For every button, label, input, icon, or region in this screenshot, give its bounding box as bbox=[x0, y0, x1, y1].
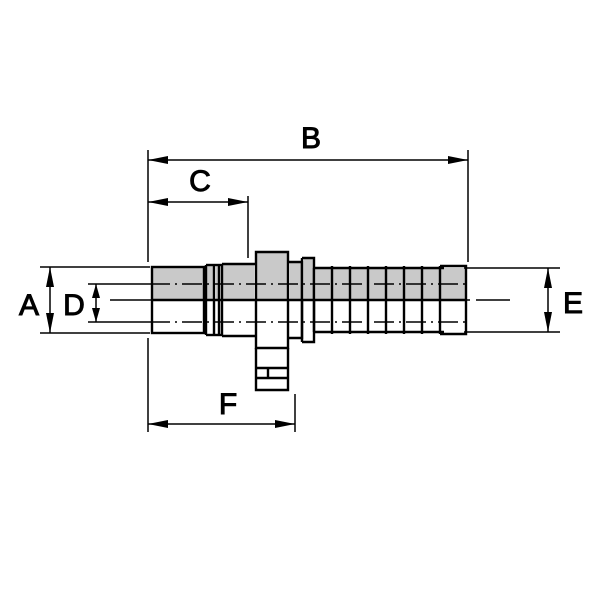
arrow-C-left bbox=[148, 198, 168, 206]
dimension-label-C: C bbox=[189, 165, 211, 198]
dimension-B bbox=[147, 150, 469, 262]
arrow-B-left bbox=[148, 156, 168, 164]
dimension-C-arrows bbox=[148, 198, 248, 206]
arrow-D-bottom bbox=[92, 308, 100, 322]
arrow-F-right bbox=[275, 420, 295, 428]
arrow-D-top bbox=[92, 284, 100, 298]
dimension-label-F: F bbox=[219, 388, 237, 421]
dimension-D-arrows bbox=[92, 284, 100, 322]
dimension-label-E: E bbox=[563, 287, 583, 320]
dimension-label-D: D bbox=[63, 289, 85, 322]
hidden-lines-group bbox=[150, 283, 470, 323]
arrow-C-right bbox=[228, 198, 248, 206]
arrow-E-top bbox=[544, 268, 552, 288]
dimension-label-A: A bbox=[19, 289, 39, 322]
dimension-label-B: B bbox=[301, 122, 321, 155]
arrow-E-bottom bbox=[544, 312, 552, 332]
dimension-B-arrows bbox=[148, 156, 468, 164]
dimension-F-arrows bbox=[148, 420, 295, 428]
part-outline-group bbox=[150, 250, 468, 392]
dimension-F bbox=[147, 338, 296, 432]
arrow-A-bottom bbox=[46, 313, 54, 333]
arrow-F-left bbox=[148, 420, 168, 428]
arrow-B-right bbox=[448, 156, 468, 164]
dimension-E-arrows bbox=[544, 268, 552, 332]
arrow-A-top bbox=[46, 267, 54, 287]
dimension-A-arrows bbox=[46, 267, 54, 333]
